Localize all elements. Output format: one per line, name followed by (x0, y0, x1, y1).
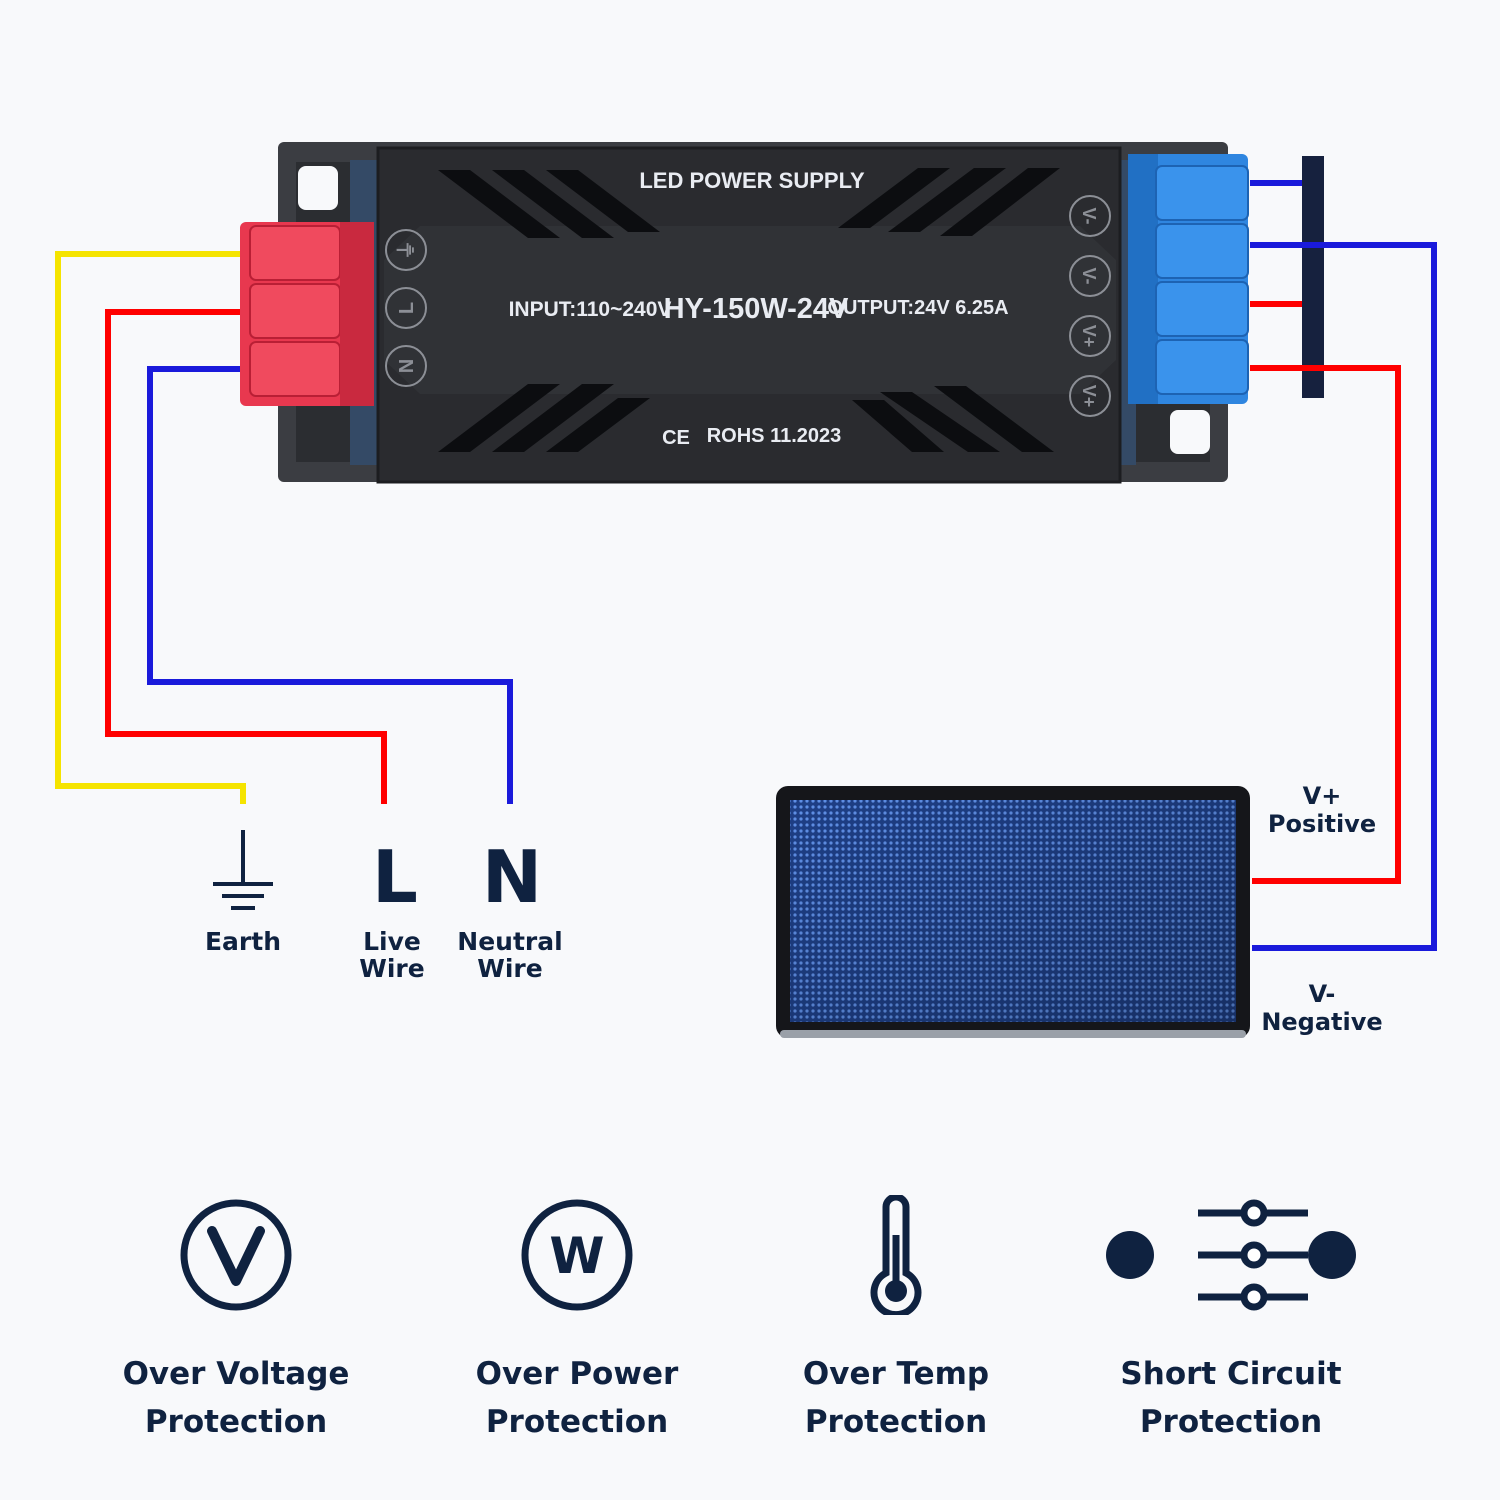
input-terminal-symbols (385, 229, 427, 387)
earth-label: Earth (205, 927, 281, 956)
negative-label-line1: V- (1309, 980, 1336, 1008)
output-terminal-symbols (1069, 195, 1111, 417)
voltage-icon (86, 1185, 386, 1325)
ce-mark: CE (662, 427, 690, 449)
positive-output-wire (1250, 365, 1401, 884)
feature-line1: Over Power (475, 1356, 679, 1392)
negative-output-wire (1250, 242, 1437, 951)
product-input-rating: INPUT:110~240V (509, 298, 672, 321)
earth-symbol-icon (213, 830, 273, 910)
live-symbol: L (372, 835, 418, 919)
neutral-label-line2: Wire (477, 954, 542, 983)
input-terminal-block (240, 222, 374, 406)
output-terminal-block (1128, 154, 1249, 404)
feature-over-voltage: Over Voltage Protection (86, 1185, 386, 1446)
thermometer-icon (746, 1185, 1046, 1325)
product-title: LED POWER SUPPLY (639, 168, 865, 193)
neutral-wire (147, 366, 513, 804)
live-wire (105, 309, 387, 804)
output-terminal-3: V+ (1079, 325, 1099, 348)
input-terminal-neutral: N (396, 359, 418, 373)
feature-line2: Protection (1139, 1404, 1323, 1440)
power-supply: ⏚ L N V- V- V+ V+ LED POWER SUPPLY INPUT… (278, 142, 1228, 484)
positive-label-line1: V+ (1303, 782, 1342, 810)
product-certification: ROHS 11.2023 (707, 425, 842, 447)
negative-label-line2: Negative (1261, 1008, 1382, 1036)
product-output-rating: OUTPUT:24V 6.25A (827, 297, 1008, 319)
positive-label-line2: Positive (1268, 810, 1376, 838)
feature-line1: Short Circuit (1120, 1356, 1342, 1392)
output-terminal-4: V+ (1079, 385, 1099, 408)
led-panel (776, 786, 1250, 1038)
feature-line2: Protection (144, 1404, 328, 1440)
feature-line1: Over Temp (802, 1356, 990, 1392)
input-wires (55, 251, 513, 804)
bus-bar (1302, 156, 1324, 398)
power-icon: W (427, 1185, 727, 1325)
svg-text:W: W (549, 1227, 604, 1285)
feature-line2: Protection (804, 1404, 988, 1440)
output-terminal-2: V- (1079, 267, 1099, 284)
input-terminal-earth: ⏚ (395, 240, 418, 260)
feature-short-circuit: Short Circuit Protection (1081, 1185, 1381, 1446)
neutral-symbol: N (482, 835, 542, 919)
earth-wire (55, 251, 246, 804)
output-terminal-1: V- (1079, 207, 1099, 224)
live-label-line2: Wire (359, 954, 424, 983)
vent-slots (438, 168, 1060, 452)
neutral-label-line1: Neutral (457, 927, 562, 956)
feature-line2: Protection (485, 1404, 669, 1440)
feature-over-temp: Over Temp Protection (746, 1185, 1046, 1446)
short-circuit-icon (1081, 1185, 1381, 1325)
input-terminal-live: L (396, 302, 418, 314)
product-model: HY-150W-24V (664, 293, 849, 325)
feature-line1: Over Voltage (122, 1356, 350, 1392)
output-wires (1250, 156, 1437, 951)
feature-over-power: W Over Power Protection (427, 1185, 727, 1446)
live-label-line1: Live (363, 927, 421, 956)
